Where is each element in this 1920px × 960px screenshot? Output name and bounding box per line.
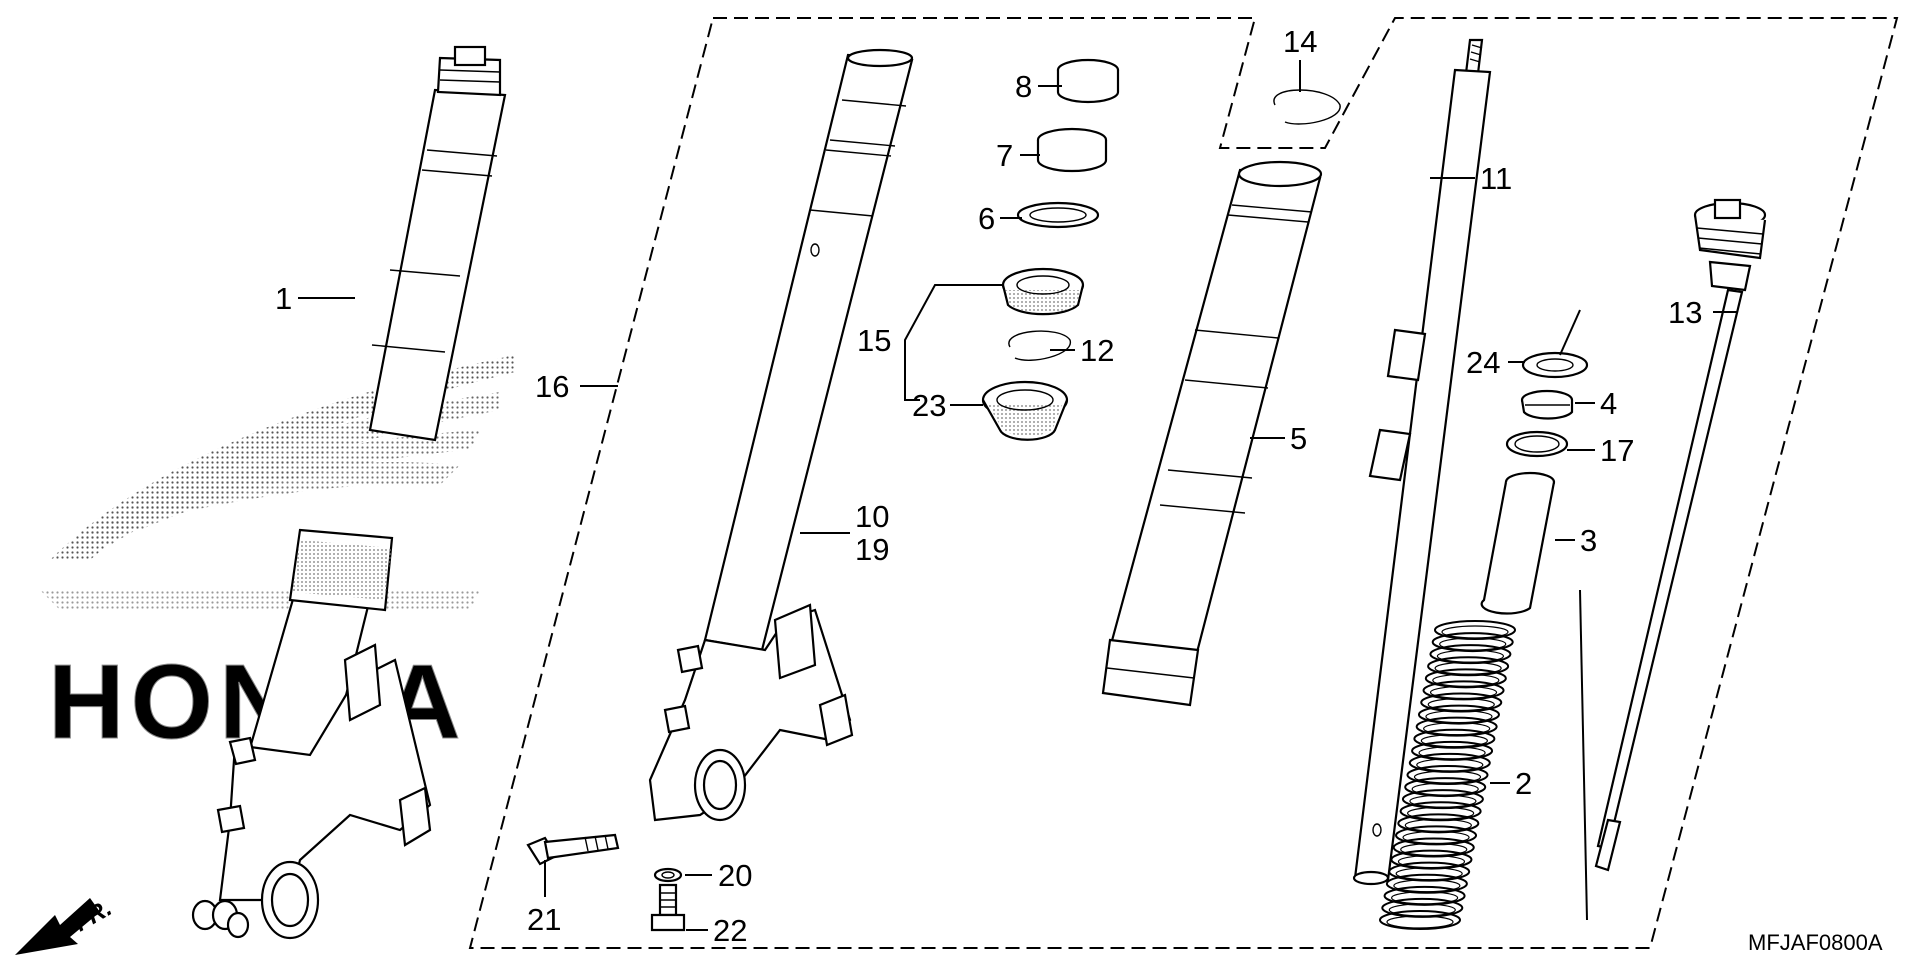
oil-seal-part-15 xyxy=(1001,267,1085,316)
washer-part-20 xyxy=(653,867,683,883)
callout-11: 11 xyxy=(1480,161,1512,196)
fork-cap-assembly-part-13 xyxy=(1594,198,1767,872)
fork-inner-tube-part-10 xyxy=(648,48,914,822)
bushing-part-7 xyxy=(1036,127,1108,173)
washer-part-6 xyxy=(1016,201,1100,229)
callout-16: 16 xyxy=(535,369,569,404)
bushing-part-8 xyxy=(1056,58,1120,104)
callout-20: 20 xyxy=(718,858,752,893)
snap-ring-part-14 xyxy=(1273,89,1341,125)
bolt-part-21 xyxy=(526,833,620,866)
callout-labels: 1 2 3 4 5 6 7 8 10 11 12 13 14 15 16 17 … xyxy=(275,24,1702,948)
callout-5: 5 xyxy=(1290,421,1307,456)
front-fork-assembly xyxy=(191,45,507,940)
callout-21: 21 xyxy=(527,902,561,937)
leader-lines xyxy=(298,60,1738,931)
group-16-boundary xyxy=(468,17,1899,949)
callout-22: 22 xyxy=(713,913,747,948)
callout-4: 4 xyxy=(1600,386,1617,421)
fork-spring-part-2 xyxy=(1379,620,1516,930)
callout-10: 10 xyxy=(855,499,889,534)
diagram-code: MFJAF0800A xyxy=(1748,930,1883,955)
callout-3: 3 xyxy=(1580,523,1597,558)
callout-15: 15 xyxy=(857,323,891,358)
front-direction-arrow: FR. xyxy=(15,894,116,955)
callout-14: 14 xyxy=(1283,24,1317,59)
callout-17: 17 xyxy=(1600,433,1634,468)
ring-part-17 xyxy=(1505,430,1569,458)
callout-8: 8 xyxy=(1015,69,1032,104)
outer-tube-part-5 xyxy=(1101,160,1323,707)
callout-13: 13 xyxy=(1668,295,1702,330)
washer-part-24 xyxy=(1521,351,1589,379)
callout-1: 1 xyxy=(275,281,292,316)
dust-seal-part-23 xyxy=(981,380,1069,441)
damper-rod-part-11 xyxy=(1352,38,1492,886)
nut-part-4 xyxy=(1520,389,1574,420)
callout-6: 6 xyxy=(978,201,995,236)
spring-guide-line xyxy=(1559,309,1588,921)
callout-12: 12 xyxy=(1080,333,1114,368)
collar-part-3 xyxy=(1480,471,1556,615)
callout-7: 7 xyxy=(996,138,1013,173)
callout-2: 2 xyxy=(1515,766,1532,801)
callout-19: 19 xyxy=(855,532,889,567)
callout-24: 24 xyxy=(1466,345,1500,380)
callout-23: 23 xyxy=(912,388,946,423)
stopper-ring-part-12 xyxy=(1008,330,1071,361)
bolt-part-22 xyxy=(650,883,686,932)
